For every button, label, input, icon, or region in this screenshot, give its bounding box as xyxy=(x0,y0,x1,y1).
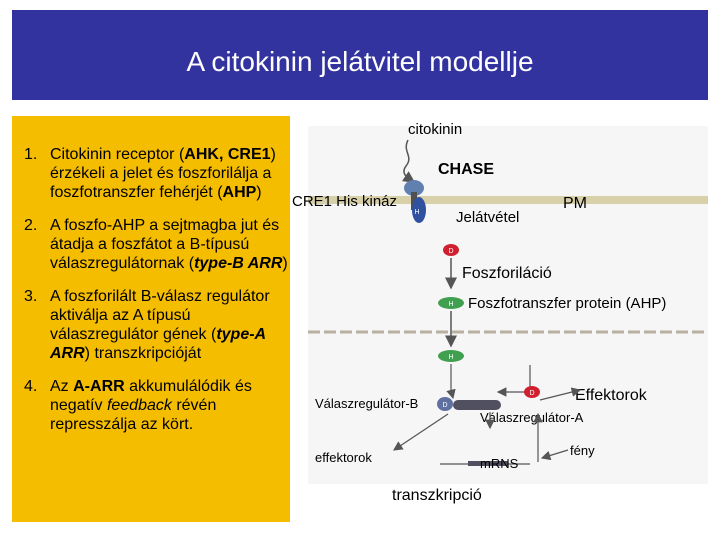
receiver-domain-shape xyxy=(443,244,459,256)
label-h-kinase: H xyxy=(414,209,419,216)
label-effektorok: Effektorok xyxy=(575,387,648,404)
ahp-shape xyxy=(438,297,464,309)
light-arrow xyxy=(540,449,569,461)
item-text: ) transzkripcióját xyxy=(84,345,202,362)
item-number: 2. xyxy=(24,217,38,234)
item-text: A foszforilált B-válasz regulátor aktivá… xyxy=(50,288,270,343)
rra-domain-shape xyxy=(524,386,540,398)
item-number: 4. xyxy=(24,378,38,395)
step-list: 1. Citokinin receptor (AHK, CRE1) érzéke… xyxy=(22,145,292,448)
item-bold: AHK, CRE1 xyxy=(184,146,271,163)
item-text: révén represszálja az kört. xyxy=(50,397,217,433)
item-bold-italic: type-A ARR xyxy=(50,326,266,362)
rra-effector-arrow xyxy=(539,387,582,401)
plasma-membrane xyxy=(308,196,708,204)
label-effektorok-small: effektorok xyxy=(315,450,372,465)
item-text: Az xyxy=(50,378,74,395)
slide-title: A citokinin jelátvitel modellje xyxy=(186,46,534,77)
label-valaszregulator-b: Válaszregulátor-B xyxy=(315,396,418,411)
label-h-nuclear: H xyxy=(448,354,453,361)
label-his-kinaz: CRE1 His kináz xyxy=(292,193,397,210)
list-item: 4. Az A-ARR akkumulálódik és negatív fee… xyxy=(22,377,292,434)
item-text: ) xyxy=(282,255,288,272)
label-h-ahp: H xyxy=(448,301,453,308)
rrb-to-effector-arrow xyxy=(393,413,449,451)
diagram-background xyxy=(308,126,708,484)
nuclear-ahp-shape xyxy=(438,350,464,362)
item-text: ) érzékeli a jelet és foszforilálja a fo… xyxy=(50,146,276,201)
label-ahp: Foszfotranszfer protein (AHP) xyxy=(468,295,666,312)
gene-box xyxy=(468,461,508,466)
label-jelatvetel: Jelátvétel xyxy=(456,209,519,226)
label-chase: CHASE xyxy=(438,161,494,178)
ahp-to-rrb-arrow xyxy=(446,364,456,400)
item-text: Citokinin receptor ( xyxy=(50,146,185,163)
title-bar: A citokinin jelátvitel modellje xyxy=(12,10,708,100)
item-number: 3. xyxy=(24,288,38,305)
label-pm: PM xyxy=(563,195,587,212)
item-bold: AHP xyxy=(222,184,257,201)
label-d-rrb: D xyxy=(442,402,447,409)
text-panel xyxy=(12,116,290,522)
label-transzkripcio: transzkripció xyxy=(392,487,482,504)
item-bold: A-ARR xyxy=(73,378,125,395)
item-text: ) xyxy=(256,184,262,201)
label-feny: fény xyxy=(570,443,595,458)
signaling-diagram: citokinin CHASE PM H CRE1 His kináz Jelá… xyxy=(292,121,708,504)
label-mrna: mRNS xyxy=(480,456,519,471)
item-text: A foszfo-AHP a sejtmagba jut és átadja a… xyxy=(50,217,280,272)
item-bold-italic: type-B ARR xyxy=(194,255,283,272)
label-d-receptor: D xyxy=(448,248,453,255)
label-valaszregulator-a: Válaszregulátor-A xyxy=(480,410,584,425)
chase-domain-shape xyxy=(404,180,424,196)
label-citokinin: citokinin xyxy=(408,121,462,138)
item-italic: feedback xyxy=(106,397,172,414)
item-number: 1. xyxy=(24,146,38,163)
list-item: 2. A foszfo-AHP a sejtmagba jut és átadj… xyxy=(22,216,292,273)
rrb-output-shape xyxy=(453,400,501,410)
list-item: 1. Citokinin receptor (AHK, CRE1) érzéke… xyxy=(22,145,292,202)
ligand-arrow xyxy=(401,139,416,183)
list-item: 3. A foszforilált B-válasz regulátor akt… xyxy=(22,287,292,363)
label-foszforilacio: Foszforiláció xyxy=(462,265,552,282)
rrb-domain-shape xyxy=(437,397,453,411)
his-kinase-shape xyxy=(412,197,426,223)
label-d-rra: D xyxy=(529,390,534,397)
item-text: akkumulálódik és negatív xyxy=(50,378,252,414)
